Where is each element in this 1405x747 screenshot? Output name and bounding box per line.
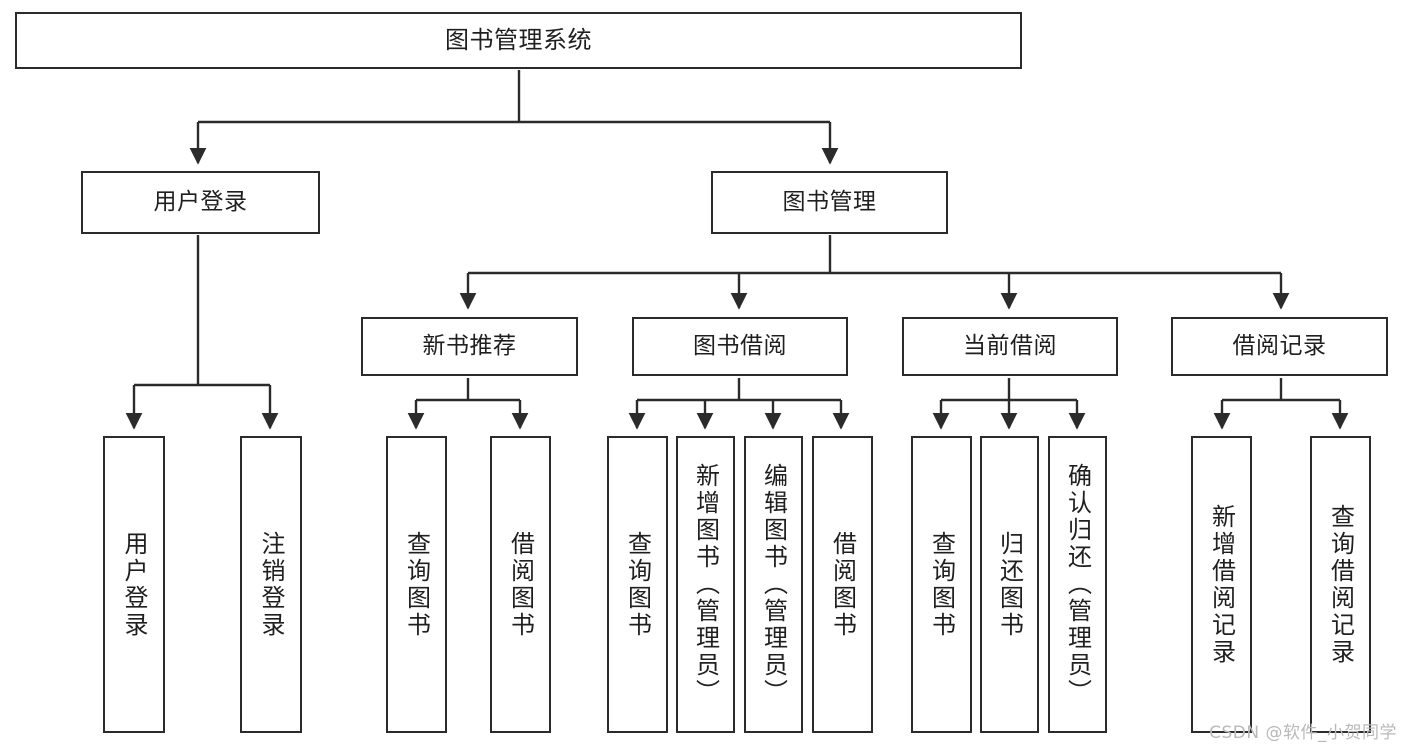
node-label: 查询图书 [402, 530, 431, 639]
node-label: 查询图书 [927, 530, 956, 639]
node-label: 查询图书 [623, 530, 652, 639]
node-label: 注销登录 [257, 530, 285, 639]
leaf-query-book-current[interactable]: 查询图书 [911, 436, 972, 733]
leaf-query-borrow-record[interactable]: 查询借阅记录 [1310, 436, 1371, 733]
leaf-add-borrow-record[interactable]: 新增借阅记录 [1191, 436, 1252, 733]
csdn-watermark: CSDN @软件_小贺同学 [1209, 723, 1397, 743]
leaf-borrow-book[interactable]: 借阅图书 [812, 436, 873, 733]
node-label: 用户登录 [120, 530, 148, 639]
node-root-book-management-system[interactable]: 图书管理系统 [15, 12, 1022, 69]
node-label: 新增借阅记录 [1207, 503, 1236, 666]
node-label: 图书借阅 [693, 332, 787, 359]
node-label: 当前借阅 [963, 332, 1057, 359]
leaf-query-book-recommend[interactable]: 查询图书 [386, 436, 447, 733]
node-label: 新增图书（管理员） [691, 463, 720, 706]
node-label: 确认归还（管理员） [1063, 463, 1092, 706]
node-label: 归还图书 [995, 530, 1024, 639]
node-current-borrow[interactable]: 当前借阅 [902, 317, 1118, 376]
node-label: 借阅图书 [828, 530, 857, 639]
node-label: 新书推荐 [422, 332, 517, 359]
node-new-book-recommend[interactable]: 新书推荐 [361, 317, 578, 376]
node-book-management[interactable]: 图书管理 [711, 171, 948, 234]
leaf-return-book[interactable]: 归还图书 [980, 436, 1039, 733]
node-user-login[interactable]: 用户登录 [81, 171, 320, 234]
node-label: 用户登录 [153, 188, 248, 215]
node-book-borrow[interactable]: 图书借阅 [632, 317, 848, 376]
leaf-edit-book-admin[interactable]: 编辑图书（管理员） [744, 436, 803, 733]
leaf-user-login[interactable]: 用户登录 [103, 436, 165, 733]
leaf-confirm-return-admin[interactable]: 确认归还（管理员） [1048, 436, 1107, 733]
node-label: 图书管理系统 [445, 26, 592, 55]
node-label: 图书管理 [782, 188, 877, 215]
node-label: 借阅图书 [506, 530, 535, 639]
leaf-user-logout[interactable]: 注销登录 [240, 436, 302, 733]
node-label: 借阅记录 [1232, 332, 1327, 359]
node-label: 编辑图书（管理员） [759, 463, 788, 706]
leaf-borrow-book-recommend[interactable]: 借阅图书 [490, 436, 551, 733]
node-label: 查询借阅记录 [1326, 503, 1355, 666]
leaf-query-book-borrow[interactable]: 查询图书 [607, 436, 668, 733]
leaf-add-book-admin[interactable]: 新增图书（管理员） [676, 436, 735, 733]
node-borrow-record[interactable]: 借阅记录 [1171, 317, 1388, 376]
